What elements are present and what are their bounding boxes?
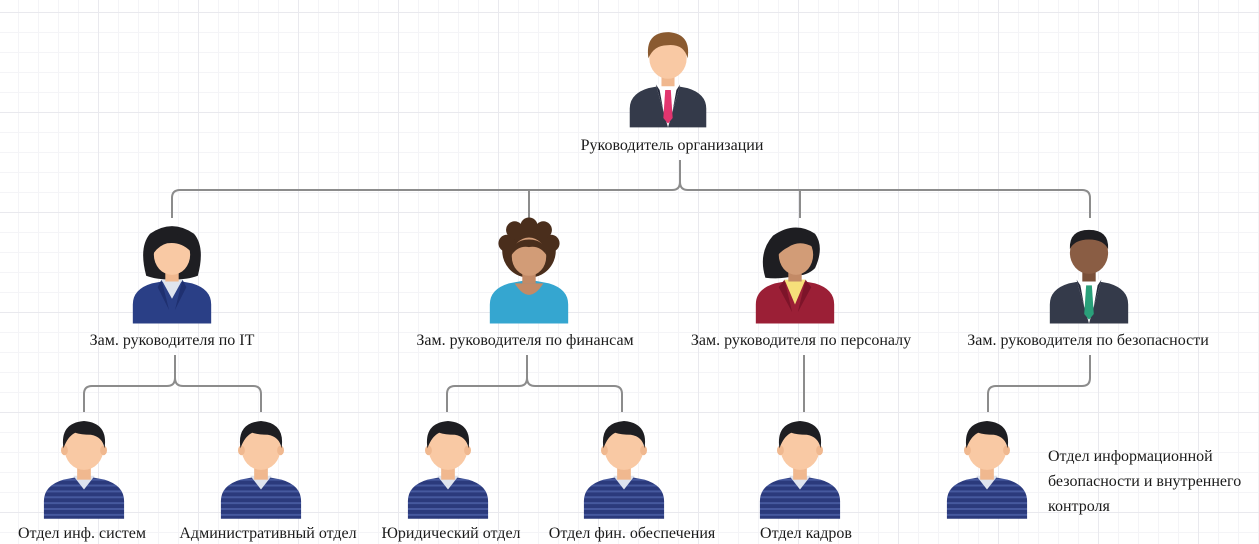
node-label-dep-it: Зам. руководителя по IT — [89, 332, 255, 349]
node-label-head: Руководитель организации — [580, 137, 764, 154]
connector-lines — [83, 160, 1091, 412]
avatar-dep-sec-icon — [1049, 229, 1129, 324]
node-label-unit-legal: Юридический отдел — [381, 525, 521, 542]
avatar-unit-infsys-icon — [43, 421, 125, 519]
avatar-unit-hr-icon — [759, 421, 841, 519]
avatar-unit-fin-icon — [583, 421, 665, 519]
node-label-unit-admin: Административный отдел — [179, 525, 357, 542]
node-label-unit-hr: Отдел кадров — [760, 525, 852, 542]
connector-head-to-deputies — [171, 160, 1091, 218]
node-label-dep-fin: Зам. руководителя по финансам — [416, 332, 634, 349]
avatar-dep-hr-icon — [755, 227, 835, 324]
avatar-layer — [43, 32, 1129, 519]
connector-sec-to-unit — [987, 355, 1091, 412]
connector-it-to-units — [83, 355, 262, 412]
connector-fin-to-units — [446, 355, 623, 412]
avatar-dep-it-icon — [132, 226, 212, 324]
node-label-unit-infosec: Отдел информационной безопасности и внут… — [1048, 448, 1242, 515]
node-label-dep-sec: Зам. руководителя по безопасности — [967, 332, 1209, 349]
avatar-unit-admin-icon — [220, 421, 302, 519]
avatar-unit-infosec-icon — [946, 421, 1028, 519]
node-label-unit-fin: Отдел фин. обеспечения — [548, 525, 716, 542]
avatar-dep-fin-icon — [489, 217, 569, 324]
avatar-unit-legal-icon — [407, 421, 489, 519]
avatar-head-icon — [629, 32, 707, 128]
node-label-dep-hr: Зам. руководителя по персоналу — [690, 332, 912, 349]
node-label-unit-infsys: Отдел инф. систем — [17, 525, 147, 542]
